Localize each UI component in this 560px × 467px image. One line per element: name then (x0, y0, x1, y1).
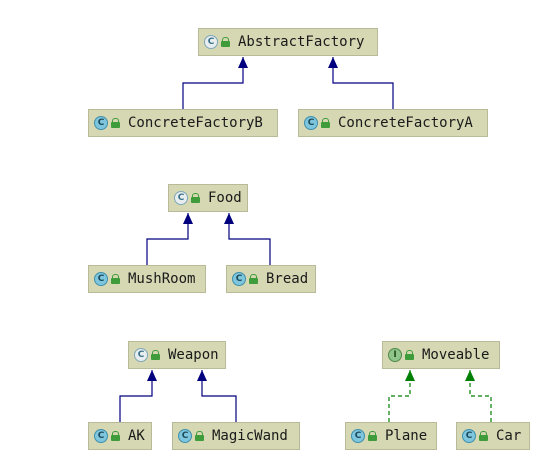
node-car[interactable]: C Car (456, 422, 530, 450)
class-icon: C (178, 429, 192, 443)
node-concretefactorya[interactable]: C ConcreteFactoryA (298, 109, 488, 137)
lock-icon (151, 350, 160, 360)
node-weapon[interactable]: C Weapon (128, 341, 226, 369)
class-icon: C (94, 272, 108, 286)
node-label: Plane (385, 428, 428, 444)
arrowhead (224, 213, 234, 224)
node-label: Bread (266, 271, 309, 287)
node-ak[interactable]: C AK (88, 422, 152, 450)
node-label: Car (496, 428, 522, 444)
node-label: Weapon (168, 347, 219, 363)
node-label: MushRoom (128, 271, 196, 287)
edge-magicwand-to-weapon (201, 370, 237, 422)
abstract-class-icon: C (174, 191, 188, 205)
node-mushroom[interactable]: C MushRoom (88, 265, 206, 293)
class-icon: C (462, 429, 476, 443)
node-label: Food (208, 190, 242, 206)
node-label: Moveable (422, 347, 490, 363)
arrowhead (328, 57, 338, 68)
edge-ak-to-weapon (119, 370, 153, 422)
lock-icon (368, 431, 377, 441)
node-label: AbstractFactory (238, 34, 365, 50)
edge-bread-to-food (228, 213, 271, 265)
class-icon: C (351, 429, 365, 443)
lock-icon (195, 431, 204, 441)
lock-icon (191, 193, 200, 203)
node-abstractfactory[interactable]: C AbstractFactory (198, 28, 378, 56)
abstract-class-icon: C (204, 35, 218, 49)
lock-icon (111, 274, 120, 284)
edge-mushroom-to-food (146, 213, 189, 265)
arrowhead (147, 370, 157, 381)
node-label: ConcreteFactoryA (338, 115, 473, 131)
edge-plane-to-moveable (388, 370, 411, 422)
arrowhead (405, 370, 415, 381)
node-food[interactable]: C Food (168, 184, 248, 212)
class-icon: C (304, 116, 318, 130)
arrowhead (238, 57, 248, 68)
lock-icon (249, 274, 258, 284)
arrowhead (183, 213, 193, 224)
node-label: MagicWand (212, 428, 288, 444)
node-plane[interactable]: C Plane (345, 422, 437, 450)
edge-concretefactoryb-to-abstractfactory (182, 57, 244, 109)
node-moveable[interactable]: I Moveable (382, 341, 500, 369)
node-label: AK (128, 428, 145, 444)
class-icon: C (94, 429, 108, 443)
lock-icon (111, 118, 120, 128)
node-bread[interactable]: C Bread (226, 265, 316, 293)
lock-icon (321, 118, 330, 128)
lock-icon (479, 431, 488, 441)
lock-icon (221, 37, 230, 47)
edge-concretefactorya-to-abstractfactory (332, 57, 394, 109)
class-icon: C (232, 272, 246, 286)
abstract-class-icon: C (134, 348, 148, 362)
lock-icon (405, 350, 414, 360)
node-label: ConcreteFactoryB (128, 115, 263, 131)
arrowhead (197, 370, 207, 381)
node-concretefactoryb[interactable]: C ConcreteFactoryB (88, 109, 278, 137)
arrowhead (465, 370, 475, 381)
class-icon: C (94, 116, 108, 130)
edge-car-to-moveable (469, 370, 492, 422)
node-magicwand[interactable]: C MagicWand (172, 422, 300, 450)
interface-icon: I (388, 348, 402, 362)
lock-icon (111, 431, 120, 441)
